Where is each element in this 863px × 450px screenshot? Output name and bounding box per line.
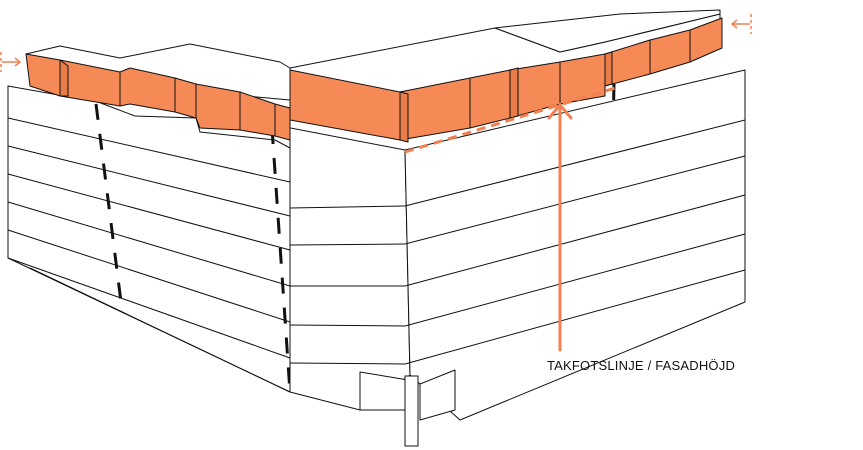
setback-storey [25,9,723,143]
roof-plate-far [494,9,721,53]
corner-block [274,69,746,447]
left-wing-lower-edge [29,267,291,393]
left-wing [7,85,291,393]
height-arrow-icon [547,102,573,352]
entrance-right-column [419,369,456,421]
corner-front-facade [274,124,411,411]
right-wing-facade [404,69,746,421]
entrance-post [404,375,419,447]
setback-arrow-left-icon [0,52,22,72]
right-wing-floor-lines [289,119,746,365]
setback-arrow-right-icon [730,14,752,34]
eaves-height-label: TAKFOTSLINJE / FASADHÖJD [547,358,736,373]
eaves-line [404,86,616,154]
corner-setback-modules [289,17,723,143]
left-wing-floor-lines [7,117,291,359]
left-setback-modules [25,53,291,141]
